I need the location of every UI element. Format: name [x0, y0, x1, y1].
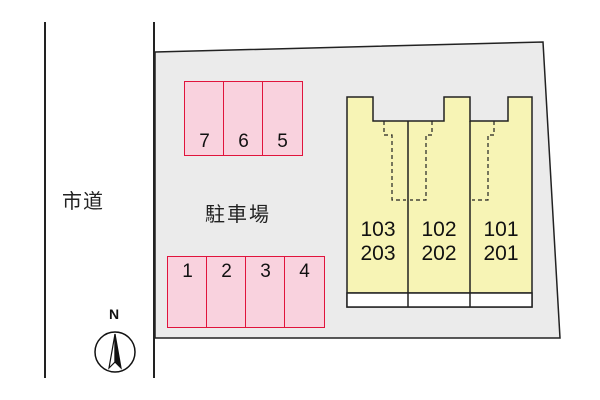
parking-space-2: 2 — [206, 256, 247, 328]
unit-number-lower: 101 — [483, 218, 519, 241]
parking-space-number: 2 — [221, 261, 232, 282]
unit-outline-dashed — [410, 121, 433, 201]
road-edge-right — [153, 22, 155, 378]
parking-space-1: 1 — [167, 256, 208, 328]
unit-number-upper: 202 — [421, 242, 457, 265]
unit-number-upper: 203 — [360, 242, 396, 265]
road-edge-left — [44, 22, 46, 378]
parking-space-number: 5 — [277, 131, 288, 152]
compass-north-label: N — [109, 306, 120, 322]
north-compass: N — [92, 306, 142, 376]
compass-arrow-icon — [94, 331, 136, 373]
unit-outline-dashed — [383, 121, 406, 201]
unit-label-102-202: 102 202 — [408, 218, 470, 266]
parking-space-number: 1 — [182, 261, 193, 282]
parking-space-number: 7 — [199, 131, 210, 152]
unit-label-101-201: 101 201 — [470, 218, 532, 266]
parking-space-number: 6 — [238, 131, 249, 152]
parking-space-5: 5 — [262, 81, 303, 156]
unit-outline-dashed — [472, 121, 495, 201]
unit-number-upper: 201 — [483, 242, 519, 265]
parking-space-number: 4 — [299, 261, 310, 282]
parking-space-6: 6 — [223, 81, 264, 156]
parking-space-number: 3 — [260, 261, 271, 282]
parking-space-4: 4 — [284, 256, 325, 328]
parking-label: 駐車場 — [205, 202, 271, 226]
parking-space-7: 7 — [184, 81, 225, 156]
unit-number-lower: 103 — [360, 218, 396, 241]
apartment-building — [346, 96, 533, 308]
building-strip — [346, 292, 533, 308]
road-label: 市道 — [62, 189, 104, 213]
unit-number-lower: 102 — [421, 218, 457, 241]
unit-label-103-203: 103 203 — [347, 218, 409, 266]
parking-space-3: 3 — [245, 256, 286, 328]
